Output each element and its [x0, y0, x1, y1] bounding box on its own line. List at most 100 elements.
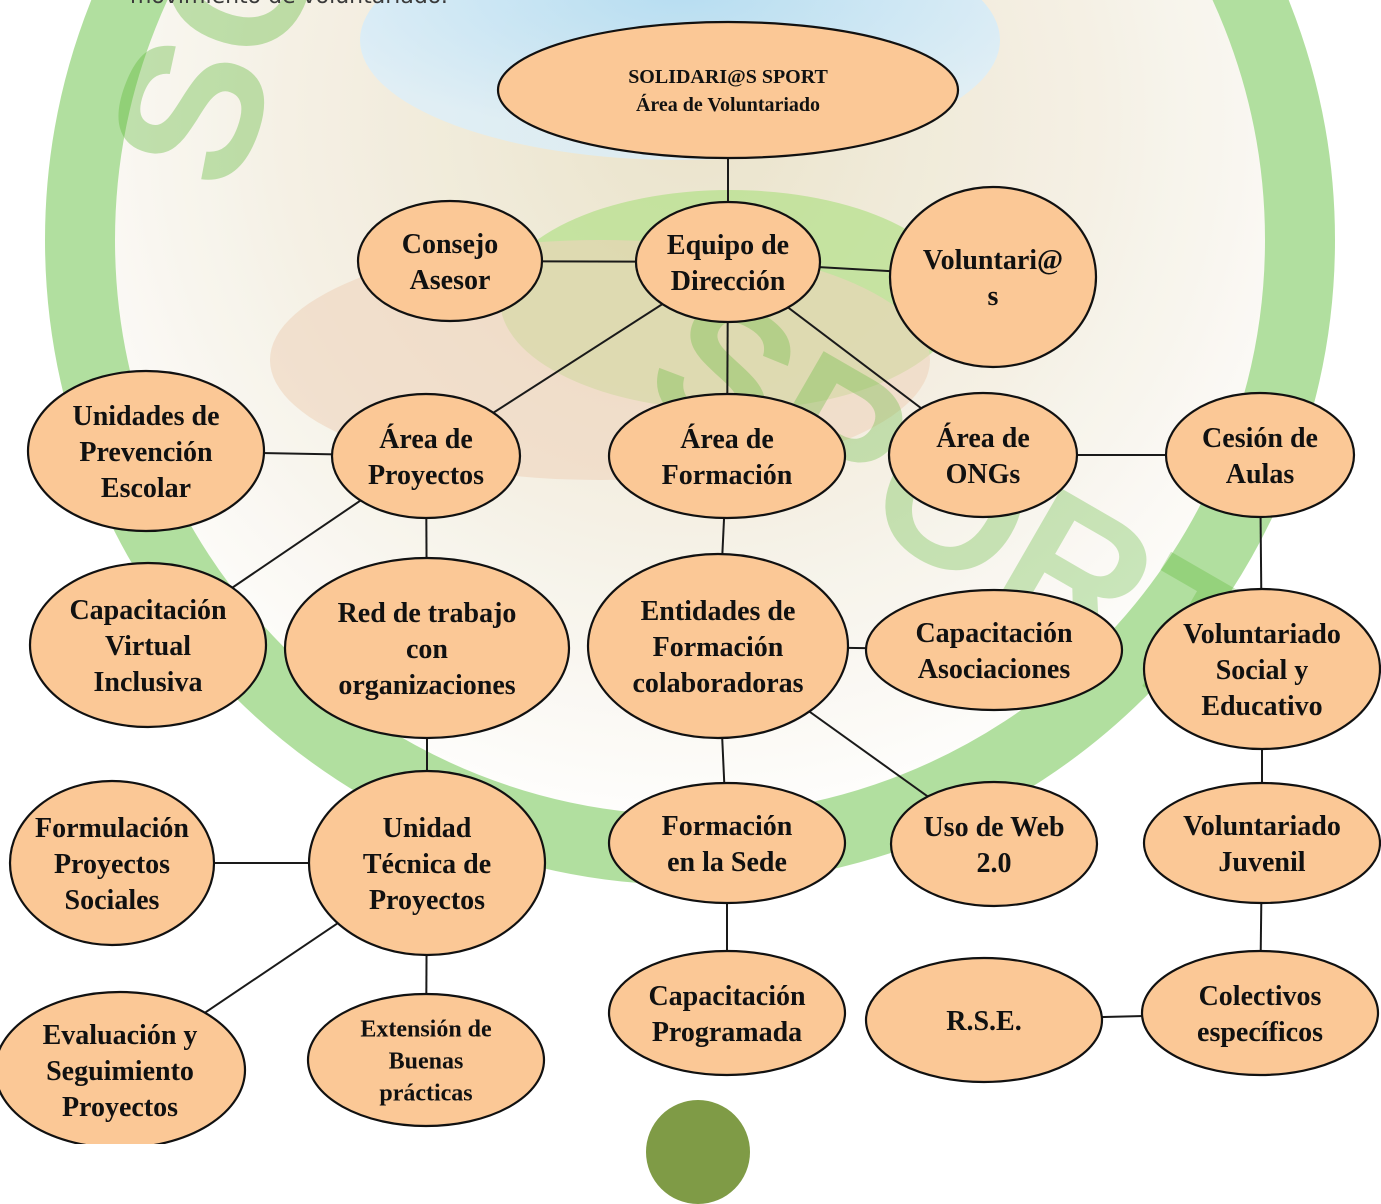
- node-proyectos: Área de Proyectos: [330, 392, 522, 520]
- node-sede: Formación en la Sede: [607, 781, 847, 905]
- node-ellipse-root: [496, 20, 960, 160]
- node-label-ongs-line-1: ONGs: [946, 459, 1021, 490]
- node-label-consejo-line-1: Asesor: [410, 265, 491, 296]
- node-ellipse-capprog: [607, 949, 847, 1077]
- node-ellipse-capvirtual: [28, 561, 268, 729]
- node-label-capprog-line-0: Capacitación: [648, 981, 806, 1012]
- node-formacion: Área de Formación: [607, 392, 847, 520]
- intro-text: movimiento de voluntariado.: [130, 0, 448, 9]
- node-label-rse-line-0: R.S.E.: [946, 1006, 1021, 1037]
- node-label-proyectos-line-0: Área de: [379, 424, 473, 455]
- node-voluntarios: Voluntari@ s: [888, 185, 1098, 369]
- node-label-proyectos-line-1: Proyectos: [368, 460, 484, 491]
- node-label-web-line-0: Uso de Web: [923, 812, 1064, 843]
- node-label-formacion-line-0: Área de: [680, 424, 774, 455]
- node-label-evaluacion-line-2: Proyectos: [62, 1092, 178, 1123]
- node-label-root-line-0: SOLIDARI@S SPORT: [628, 66, 828, 88]
- node-label-cesion-line-1: Aulas: [1226, 459, 1295, 490]
- node-label-entidades-line-2: colaboradoras: [632, 668, 803, 699]
- node-label-extension-line-0: Extensión de: [360, 1016, 492, 1042]
- node-rse: R.S.E.: [864, 956, 1104, 1084]
- node-label-sede-line-0: Formación: [662, 811, 793, 842]
- node-label-evaluacion-line-0: Evaluación y: [43, 1020, 198, 1051]
- node-ellipse-voluntarios: [888, 185, 1098, 369]
- node-web: Uso de Web 2.0: [889, 780, 1099, 908]
- node-ellipse-web: [889, 780, 1099, 908]
- node-ellipse-ongs: [887, 391, 1079, 519]
- node-label-red-line-2: organizaciones: [338, 670, 515, 701]
- node-label-sede-line-1: en la Sede: [667, 847, 787, 878]
- node-label-capprog-line-1: Programada: [652, 1017, 802, 1048]
- node-label-unidades-line-2: Escolar: [101, 473, 191, 504]
- node-ellipse-cesion: [1164, 391, 1356, 519]
- node-label-red-line-1: con: [406, 634, 448, 665]
- node-label-voluntarios-line-0: Voluntari@: [923, 245, 1063, 276]
- node-label-equipo-line-0: Equipo de: [667, 230, 789, 261]
- node-label-evaluacion-line-1: Seguimiento: [46, 1056, 194, 1087]
- node-label-formulacion-line-2: Sociales: [65, 885, 160, 916]
- node-label-capvirtual-line-0: Capacitación: [69, 595, 227, 626]
- node-ongs: Área de ONGs: [887, 391, 1079, 519]
- page-number-circle: [646, 1100, 750, 1204]
- node-label-equipo-line-1: Dirección: [671, 266, 786, 297]
- node-ellipse-proyectos: [330, 392, 522, 520]
- node-label-formacion-line-1: Formación: [662, 460, 793, 491]
- node-label-voluntarios-line-1: s: [988, 281, 999, 312]
- node-label-entidades-line-1: Formación: [653, 632, 784, 663]
- node-label-extension-line-1: Buenas: [389, 1048, 464, 1074]
- node-label-capvirtual-line-2: Inclusiva: [94, 667, 203, 698]
- node-label-cesion-line-0: Cesión de: [1202, 423, 1318, 454]
- node-ellipse-unidadtec: [307, 769, 547, 957]
- node-ellipse-unidades: [26, 369, 266, 533]
- node-cesion: Cesión de Aulas: [1164, 391, 1356, 519]
- node-ellipse-entidades: [586, 552, 850, 740]
- node-ellipse-volsocial: [1142, 587, 1381, 751]
- node-ellipse-evaluacion: [0, 990, 247, 1144]
- node-label-volsocial-line-0: Voluntariado: [1183, 619, 1341, 650]
- node-colectivos: Colectivos específicos: [1140, 949, 1380, 1077]
- node-ellipse-red: [283, 556, 571, 740]
- node-label-ongs-line-0: Área de: [936, 423, 1030, 454]
- node-label-capvirtual-line-1: Virtual: [105, 631, 191, 662]
- node-label-capasoc-line-1: Asociaciones: [918, 654, 1071, 685]
- node-label-formulacion-line-1: Proyectos: [54, 849, 170, 880]
- node-label-volsocial-line-1: Social y: [1216, 655, 1309, 686]
- node-ellipse-extension: [306, 992, 546, 1128]
- node-ellipse-formulacion: [8, 779, 216, 947]
- node-label-consejo-line-0: Consejo: [402, 229, 498, 260]
- node-label-unidadtec-line-2: Proyectos: [369, 885, 485, 916]
- node-label-colectivos-line-1: específicos: [1197, 1017, 1323, 1048]
- node-ellipse-formacion: [607, 392, 847, 520]
- node-ellipse-voljuvenil: [1142, 781, 1381, 905]
- node-label-voljuvenil-line-1: Juvenil: [1218, 847, 1305, 878]
- node-label-formulacion-line-0: Formulación: [35, 813, 189, 844]
- node-ellipse-equipo: [634, 200, 822, 324]
- node-root: SOLIDARI@S SPORT Área de Voluntariado: [496, 20, 960, 160]
- node-label-colectivos-line-0: Colectivos: [1199, 981, 1322, 1012]
- node-label-unidades-line-0: Unidades de: [72, 401, 219, 432]
- node-label-voljuvenil-line-0: Voluntariado: [1183, 811, 1341, 842]
- node-label-unidadtec-line-0: Unidad: [383, 813, 472, 844]
- node-red: Red de trabajo con organizaciones: [283, 556, 571, 740]
- node-ellipse-capasoc: [864, 588, 1124, 712]
- node-label-web-line-1: 2.0: [977, 848, 1012, 879]
- node-label-red-line-0: Red de trabajo: [338, 598, 517, 629]
- node-ellipse-consejo: [356, 199, 544, 323]
- node-label-unidadtec-line-1: Técnica de: [363, 849, 491, 880]
- node-ellipse-colectivos: [1140, 949, 1380, 1077]
- node-equipo: Equipo de Dirección: [634, 200, 822, 324]
- node-label-root-line-1: Área de Voluntariado: [636, 93, 820, 116]
- node-ellipse-sede: [607, 781, 847, 905]
